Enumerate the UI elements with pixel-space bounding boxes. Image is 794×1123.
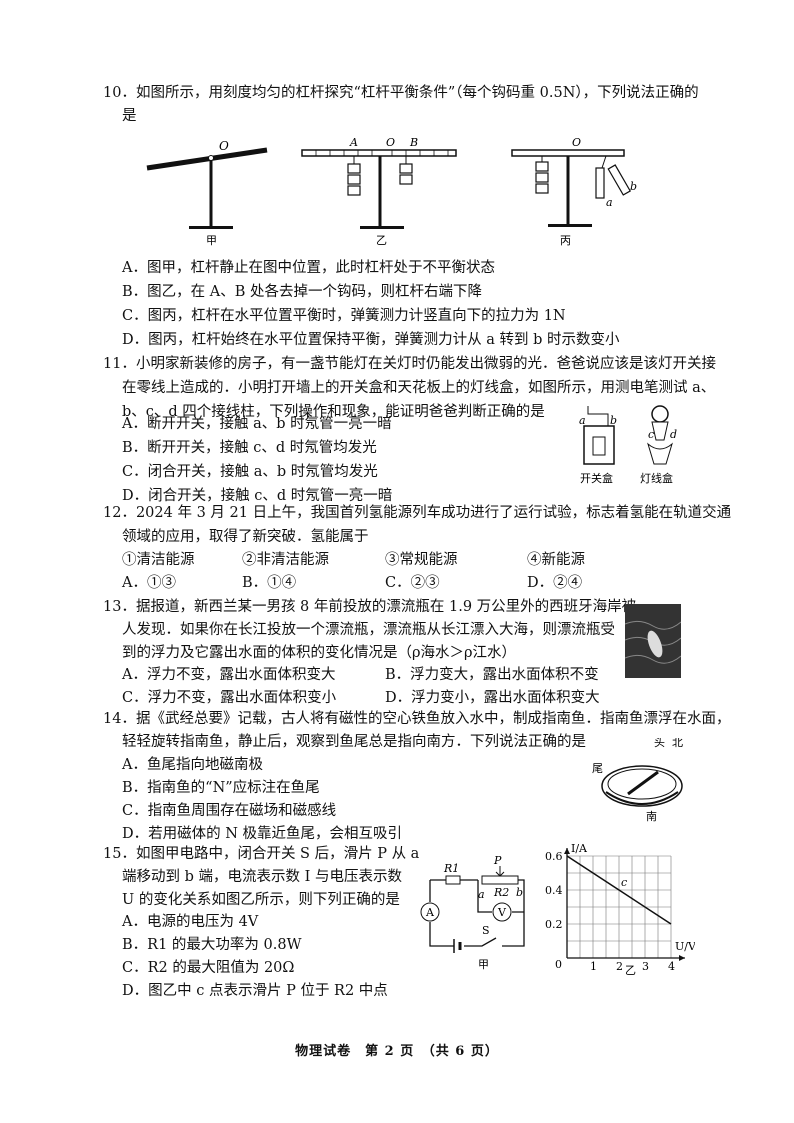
- label-R2: R2: [493, 886, 509, 899]
- label-d-lamp: d: [670, 428, 677, 441]
- label-head: 头: [654, 738, 665, 749]
- q10-stem-line1: 10．如图所示，用刻度均匀的杠杆探究“杠杆平衡条件”（每个钩码重 0.5N），下…: [103, 85, 699, 101]
- q13-stem-line1: 13．据报道，新西兰某一男孩 8 年前投放的漂流瓶在 1.9 万公里外的西班牙海…: [103, 599, 637, 615]
- label-bing: 丙: [560, 234, 571, 246]
- label-south: 南: [646, 810, 657, 822]
- drift-bottle-photo: [625, 604, 681, 678]
- label-a-circuit: a: [478, 888, 485, 901]
- q14-stem-line2: 轻轻旋转指南鱼，静止后，观察到鱼尾总是指向南方．下列说法正确的是: [122, 734, 586, 750]
- q11-option-d: D．闭合开关，接触 c、d 时氖管一亮一暗: [122, 488, 393, 504]
- q14-option-a: A．鱼尾指向地磁南极: [122, 757, 263, 773]
- x-tick-label: 2: [616, 960, 623, 973]
- q15-option-b: B．R1 的最大功率为 0.8W: [122, 937, 302, 953]
- q12-item-3: ③常规能源: [385, 552, 458, 568]
- q15-stem-line1: 15．如图甲电路中，闭合开关 S 后，滑片 P 从 a: [103, 846, 420, 862]
- q12-stem-line1: 12．2024 年 3 月 21 日上午，我国首列氢能源列车成功进行了运行试验，…: [103, 505, 732, 521]
- label-b-circuit: b: [516, 886, 523, 899]
- y-tick-label: 0.2: [545, 918, 563, 931]
- label-R1: R1: [443, 862, 459, 875]
- point-c-label: c: [621, 876, 627, 889]
- circuit-diagram-jia: V A R1 P a R2 b S 甲: [420, 854, 525, 971]
- q10-option-d: D．图丙，杠杆始终在水平位置保持平衡，弹簧测力计从 a 转到 b 时示数变小: [122, 332, 620, 348]
- page-footer: 物理试卷 第 2 页 （共 6 页）: [295, 1044, 499, 1059]
- q11-stem-line3: b、c、d 四个接线柱，下列操作和现象，能证明爸爸判断正确的是: [122, 404, 545, 420]
- q10-option-a: A．图甲，杠杆静止在图中位置，此时杠杆处于不平衡状态: [122, 260, 495, 276]
- label-O-yi: O: [386, 136, 395, 149]
- label-yi-graph: 乙: [625, 964, 636, 976]
- graph-origin: 0: [555, 958, 562, 971]
- q12-item-4: ④新能源: [527, 552, 585, 568]
- graph-xlabel: U/V: [675, 940, 695, 953]
- q15-option-c: C．R2 的最大阻值为 20Ω: [122, 960, 295, 976]
- q13-stem-line2: 人发现．如果你在长江投放一个漂流瓶，漂流瓶从长江漂入大海，则漂流瓶受: [122, 622, 615, 638]
- label-c-lamp: c: [648, 428, 654, 441]
- q13-stem-line3: 到的浮力及它露出水面的体积的变化情况是（ρ海水＞ρ江水）: [122, 645, 517, 661]
- label-P: P: [493, 854, 502, 867]
- q12-option-d: D．②④: [527, 575, 583, 591]
- compass-fish-figure: 头 北 尾 南: [592, 738, 683, 822]
- label-a-switch: a: [579, 414, 586, 427]
- q13-option-a: A．浮力不变，露出水面体积变大: [122, 667, 336, 683]
- q14-option-b: B．指南鱼的“N”应标注在鱼尾: [122, 780, 320, 796]
- y-tick-label: 0.4: [545, 884, 563, 897]
- lever-figure-yi: A O B 乙: [301, 136, 457, 246]
- q12-stem-line2: 领域的应用，取得了新突破．氢能属于: [122, 529, 369, 545]
- switch-and-lamp-box-figure: a b 开关盒 c d 灯线盒: [579, 405, 677, 485]
- q15-stem-line3: U 的变化关系如图乙所示，则下列正确的是: [122, 892, 400, 908]
- ammeter-label: A: [425, 906, 435, 919]
- label-switch-box: 开关盒: [580, 471, 613, 485]
- graph-grid: [567, 855, 672, 958]
- q11-option-a: A．断开开关，接触 a、b 时氖管一亮一暗: [122, 416, 392, 432]
- q15-stem-line2: 端移动到 b 端，电流表示数 I 与电压表示数: [122, 869, 402, 885]
- label-jia-circuit: 甲: [478, 958, 489, 971]
- q13-option-c: C．浮力不变，露出水面体积变小: [122, 690, 337, 706]
- q10-option-c: C．图丙，杠杆在水平位置平衡时，弹簧测力计竖直向下的拉力为 1N: [122, 308, 566, 324]
- x-tick-label: 3: [642, 960, 649, 973]
- label-a: a: [606, 196, 613, 209]
- label-yi: 乙: [376, 234, 387, 246]
- q15-option-a: A．电源的电压为 4V: [122, 914, 259, 930]
- label-b-switch: b: [610, 414, 617, 427]
- label-north: 北: [672, 738, 683, 749]
- q12-item-1: ①清洁能源: [122, 552, 195, 568]
- label-b: b: [630, 180, 637, 193]
- q10-option-b: B．图乙，在 A、B 处各去掉一个钩码，则杠杆右端下降: [122, 284, 482, 300]
- label-lamp-box: 灯线盒: [640, 471, 673, 485]
- q14-option-c: C．指南鱼周围存在磁场和磁感线: [122, 803, 337, 819]
- q14-stem-line1: 14．据《武经总要》记载，古人将有磁性的空心铁鱼放入水中，制成指南鱼．指南鱼漂浮…: [103, 711, 731, 727]
- q13-option-d: D．浮力变小，露出水面体积变大: [385, 690, 600, 706]
- label-O-bing: O: [572, 136, 581, 149]
- label-O-jia: O: [219, 139, 229, 153]
- q11-stem-line1: 11．小明家新装修的房子，有一盏节能灯在关灯时仍能发出微弱的光．爸爸说应该是该灯…: [103, 356, 716, 372]
- label-A: A: [349, 136, 358, 149]
- lever-figure-bing: a b O 丙: [511, 136, 637, 246]
- label-jia: 甲: [206, 234, 217, 246]
- q10-stem-line2: 是: [122, 108, 137, 124]
- label-B: B: [409, 136, 418, 149]
- voltmeter-label: V: [497, 906, 507, 919]
- q14-option-d: D．若用磁体的 N 极靠近鱼尾，会相互吸引: [122, 826, 403, 842]
- label-tail: 尾: [592, 762, 603, 775]
- q12-item-2: ②非清洁能源: [242, 552, 329, 568]
- q13-option-b: B．浮力变大，露出水面体积不变: [385, 667, 599, 683]
- label-S: S: [482, 924, 490, 937]
- q11-option-b: B．断开开关，接触 c、d 时氖管均发光: [122, 440, 377, 456]
- q11-option-c: C．闭合开关，接触 a、b 时氖管均发光: [122, 464, 378, 480]
- q12-option-a: A．①③: [122, 575, 176, 591]
- lever-figure-jia: O 甲: [146, 139, 268, 246]
- iu-graph-yi: 0.6 0.4 0.2 1 2 3 4 I/A U/V 0 c 乙: [545, 842, 695, 976]
- graph-ylabel: I/A: [571, 842, 588, 855]
- x-tick-label: 1: [590, 960, 597, 973]
- q11-stem-line2: 在零线上造成的．小明打开墙上的开关盒和天花板上的灯线盒，如图所示，用测电笔测试 …: [122, 380, 716, 396]
- q12-option-b: B．①④: [242, 575, 297, 591]
- x-tick-label: 4: [668, 960, 675, 973]
- y-tick-label: 0.6: [545, 850, 563, 863]
- q12-option-c: C．②③: [385, 575, 440, 591]
- iu-series-line: [566, 855, 672, 925]
- q15-option-d: D．图乙中 c 点表示滑片 P 位于 R2 中点: [122, 983, 388, 999]
